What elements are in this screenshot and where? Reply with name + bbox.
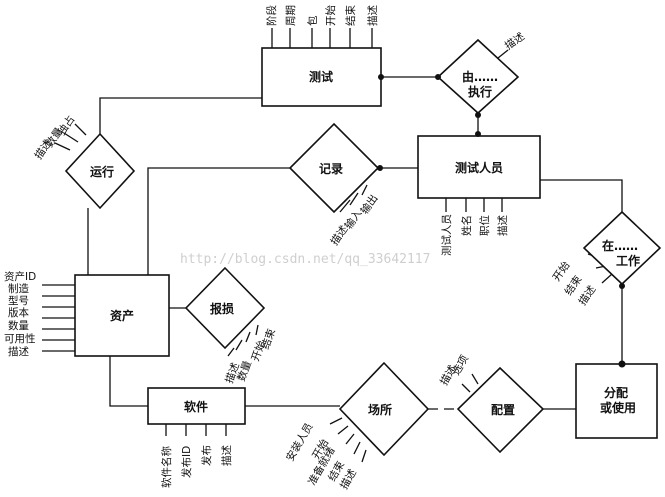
attr-software-1: 发布ID [180,446,193,478]
attr-site-0: 安装人员 [283,421,315,464]
relationship-record-label: 记录 [319,162,343,176]
attributes-test: 阶段 周期 包 开始 结束 描述 [265,5,379,26]
entity-test[interactable]: 测试 [261,47,382,107]
attr-test-3: 开始 [324,5,337,26]
attr-configure-1: 选项 [449,352,471,377]
entity-asset[interactable]: 资产 [74,274,170,357]
attr-test-0: 阶段 [265,5,278,26]
entity-tester[interactable]: 测试人员 [417,135,541,199]
attr-tester-1: 姓名 [460,215,473,236]
entity-software[interactable]: 软件 [147,387,246,425]
relationship-executed-by-label-1: 由…… [462,69,498,84]
entity-tester-label: 测试人员 [455,160,503,175]
attr-test-5: 描述 [366,5,379,26]
attr-asset-4: 数量 [8,319,29,332]
entity-allocation-label-1: 分配 [604,385,628,400]
attr-asset-5: 可用性 [4,332,36,345]
attr-asset-6: 描述 [8,345,29,358]
entity-allocation-label-2: 或使用 [600,400,636,415]
entity-allocation[interactable]: 分配 或使用 [575,363,658,439]
attr-test-1: 周期 [285,5,297,26]
attr-asset-0: 资产ID [4,270,36,283]
attr-tester-2: 职位 [478,215,491,236]
attr-tester-3: 描述 [496,215,509,236]
relationship-work-at[interactable]: 在…… 工作 [582,210,662,286]
relationship-work-at-label-1: 在…… [602,238,638,253]
attr-damage-1: 数量 [235,358,255,383]
relationship-damage-label: 报损 [210,301,234,316]
attributes-site: 安装人员 开始 准备就绪 结束 描述 [283,421,359,492]
relationship-damage[interactable]: 报损 [184,266,266,350]
attr-executed-by-0: 描述 [502,29,527,52]
attr-test-2: 包 [306,15,319,26]
attr-asset-2: 型号 [8,294,29,307]
connection-dots [377,74,626,368]
attributes-work-at: 开始 结束 描述 [550,259,599,308]
attributes-software: 软件名称 发布ID 发布 描述 [160,445,233,488]
relationship-configure[interactable]: 配置 [456,366,545,454]
attr-tester-0: 测试人员 [440,214,453,256]
connectors [87,76,623,410]
relationship-executed-by-label-2: 执行 [468,84,492,99]
attr-asset-1: 制造 [8,282,29,295]
relationship-record[interactable]: 记录 [288,122,380,214]
attr-test-4: 结束 [344,5,357,26]
attributes-executed-by: 描述 [502,29,527,52]
relationship-site-label: 场所 [368,402,392,417]
entity-software-label: 软件 [184,399,208,414]
attributes-asset: 资产ID 制造 型号 版本 数量 可用性 描述 [4,270,36,358]
attr-damage-3: 结束 [259,326,279,351]
relationship-work-at-label-2: 工作 [616,253,640,268]
attr-software-0: 软件名称 [160,446,173,488]
watermark: http://blog.csdn.net/qq_33642117 [180,252,430,267]
relationship-configure-label: 配置 [491,402,515,417]
entity-asset-label: 资产 [110,308,134,323]
relationship-run[interactable]: 运行 [64,132,136,210]
relationship-run-label: 运行 [90,164,114,179]
attributes-configure: 描述 选项 [437,352,471,387]
entity-test-label: 测试 [309,69,333,84]
attr-software-3: 描述 [220,445,233,466]
relationship-site[interactable]: 场所 [338,361,430,457]
attr-software-2: 发布 [200,445,213,466]
attributes-tester: 测试人员 姓名 职位 描述 [440,214,509,256]
attribute-stems [42,28,613,463]
attr-asset-3: 版本 [8,306,29,319]
